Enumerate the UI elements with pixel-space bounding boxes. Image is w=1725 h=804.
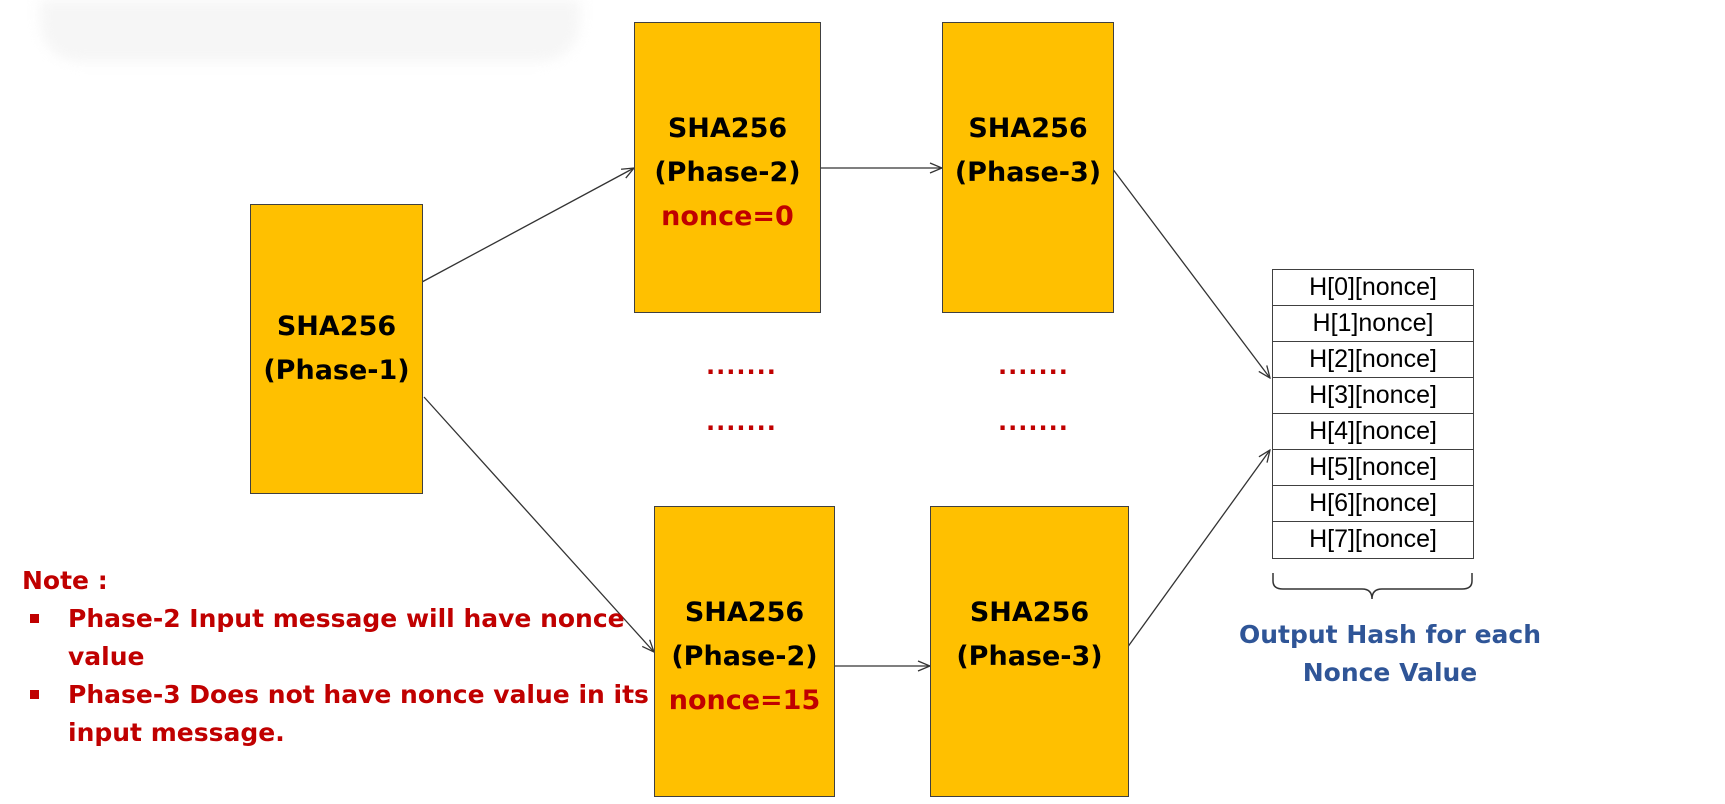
faded-background-shape [40, 0, 580, 62]
ellipsis-phase3-1: ....... [998, 352, 1069, 380]
phase3-bottom-title: SHA256 [969, 597, 1090, 628]
ellipsis-phase2-2: ....... [706, 408, 777, 436]
phase2-bottom-nonce: nonce=15 [668, 685, 821, 716]
phase1-title: SHA256 [276, 311, 397, 342]
note-item-text: Phase-2 Input message will have nonce va… [68, 604, 625, 671]
hash-row-7: H[7][nonce] [1309, 525, 1437, 553]
caption-line-1: Output Hash for each [1238, 620, 1542, 649]
phase3-top-title: SHA256 [968, 113, 1088, 144]
caption-line-2: Nonce Value [1302, 658, 1478, 687]
phase2-top-label: (Phase-2) [654, 157, 801, 188]
square-bullet-icon [30, 690, 39, 699]
sha256-phase1-box: SHA256 (Phase-1) [250, 204, 423, 494]
output-brace [1272, 573, 1473, 600]
sha256-phase2-bottom-box: SHA256 (Phase-2) nonce=15 [654, 506, 835, 797]
note-list: Phase-2 Input message will have nonce va… [22, 600, 662, 752]
hash-row-6: H[6][nonce] [1273, 486, 1473, 522]
phase1-label: (Phase-1) [263, 355, 410, 386]
output-hash-caption: Output Hash for each Nonce Value [1220, 616, 1560, 692]
note-item: Phase-3 Does not have nonce value in its… [22, 676, 662, 752]
square-bullet-icon [30, 614, 39, 623]
hash-row-4: H[4][nonce] [1273, 414, 1473, 450]
hash-row-0: H[0][nonce] [1273, 270, 1473, 306]
note-item-text: Phase-3 Does not have nonce value in its… [68, 680, 649, 747]
phase2-bottom-title: SHA256 [684, 597, 805, 628]
sha256-phase3-bottom-box: SHA256 (Phase-3) [930, 506, 1129, 797]
hash-row-1: H[1]nonce] [1273, 306, 1473, 342]
hash-row-5: H[5][nonce] [1273, 450, 1473, 486]
ellipsis-phase3-2: ....... [998, 408, 1069, 436]
note-item: Phase-2 Input message will have nonce va… [22, 600, 662, 676]
arrow-top-phase3-to-hash-table [1111, 167, 1270, 378]
phase2-bottom-label: (Phase-2) [671, 641, 818, 672]
hash-row-2: H[2][nonce] [1273, 342, 1473, 378]
sha256-phase2-top-box: SHA256 (Phase-2) nonce=0 [634, 22, 821, 313]
arrow-phase1-to-top-phase2 [421, 168, 634, 283]
phase2-top-nonce: nonce=0 [661, 201, 794, 232]
ellipsis-phase2-1: ....... [706, 352, 777, 380]
note-block: Note : Phase-2 Input message will have n… [22, 562, 662, 752]
output-hash-table: H[0][nonce] H[1]nonce] H[2][nonce] H[3][… [1272, 269, 1474, 559]
hash-row-3: H[3][nonce] [1273, 378, 1473, 414]
note-heading: Note : [22, 566, 108, 595]
phase3-top-label: (Phase-3) [954, 157, 1102, 188]
phase3-bottom-label: (Phase-3) [956, 641, 1103, 672]
phase2-top-title: SHA256 [667, 113, 788, 144]
sha256-phase3-top-box: SHA256 (Phase-3) [942, 22, 1114, 313]
